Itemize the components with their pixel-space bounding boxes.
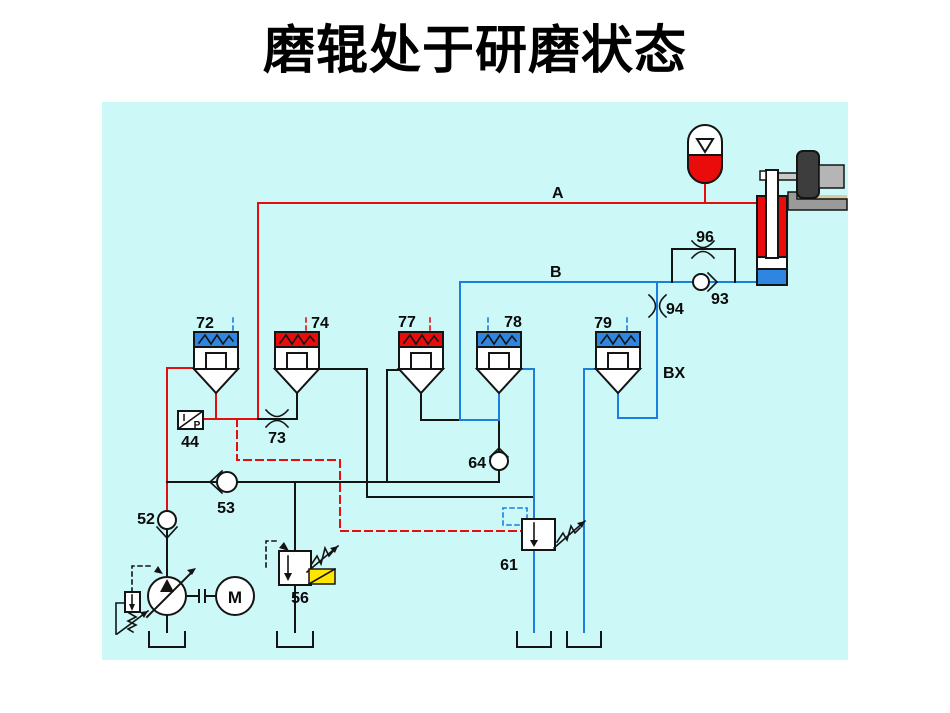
valve77-label: 77 [398,314,416,331]
orifice94-label: 94 [666,301,684,318]
check-valve-64: 64 [468,446,510,472]
check53-label: 53 [217,500,235,517]
cylinder-bottom-chamber [756,268,788,286]
cartridge-valve-78: 78 [476,314,522,394]
check93-label: 93 [711,291,729,308]
ip44-label: 44 [181,434,199,451]
valve79-left-line [583,368,598,633]
tank-valve61 [516,631,552,648]
valve77-outlet-line [420,392,461,421]
rod-end-lug [759,170,767,181]
tank-valve79 [566,631,602,648]
pilot-arrowhead [279,542,289,551]
roller-track [797,195,847,199]
gas-triangle-icon [695,138,715,154]
cartridge-valve-74: 74 [274,315,329,394]
valve79-label: 79 [594,315,612,332]
orifice-94: 94 [647,293,684,319]
check-valve-53: 53 [208,469,238,517]
valve74-label: 74 [311,315,329,332]
ip-letter-p: P [194,420,201,431]
throttle-73: 73 [264,408,290,447]
ip-letter-i: I [183,413,186,424]
page-title: 磨辊处于研磨状态 [262,21,687,81]
pilot-line-red-dashed [236,418,523,532]
grinding-roller-assembly [777,150,848,211]
accumulator [687,124,723,184]
valve74-right-line [318,368,368,498]
line-a-label: A [552,185,564,202]
electric-motor: M [215,576,255,616]
grinding-roller [796,150,820,199]
line-bx-label: BX [663,365,686,382]
relief-valve-61: 61 [500,507,587,574]
tank-pump [148,631,186,648]
pressure-compensator [115,565,163,636]
relief56-label: 56 [291,590,309,607]
relief61-label: 61 [500,557,518,574]
check52-label: 52 [137,511,155,528]
tank-valve56 [276,631,314,648]
cartridge-valve-79: 79 [594,315,641,394]
valve79-outlet-line [617,392,658,419]
roller-hub-block [818,164,845,189]
valve72-left-line [166,367,197,483]
hydraulic-diagram: A B [102,102,848,660]
hydraulic-cylinder [756,169,788,286]
valve77-left-line [386,369,400,483]
throttle-96: 96 [671,229,736,283]
valve78-right-line [520,368,535,633]
check-valve-52: 52 [137,510,179,540]
line-bx: BX [656,281,686,419]
throttle96-label: 96 [696,229,714,246]
motor-label: M [228,588,242,607]
variable-pump [145,568,196,619]
schematic-canvas: A B [115,124,848,648]
relief-valve-56: 56 [265,540,340,607]
check64-label: 64 [468,455,486,472]
cartridge-valve-77: 77 [398,314,444,394]
valve72-label: 72 [196,315,214,332]
ip-converter-44: I P 44 [176,409,205,451]
drive-shaft-coupling [185,589,217,603]
line-b-label: B [550,264,562,281]
valve78-label: 78 [504,314,522,331]
pump-flow-triangle [160,579,174,592]
line-a: A [202,185,758,420]
check-valve-93: 93 [692,271,729,308]
throttle73-label: 73 [268,430,286,447]
cartridge-valve-72: 72 [193,315,239,394]
piston-rod [765,169,779,259]
